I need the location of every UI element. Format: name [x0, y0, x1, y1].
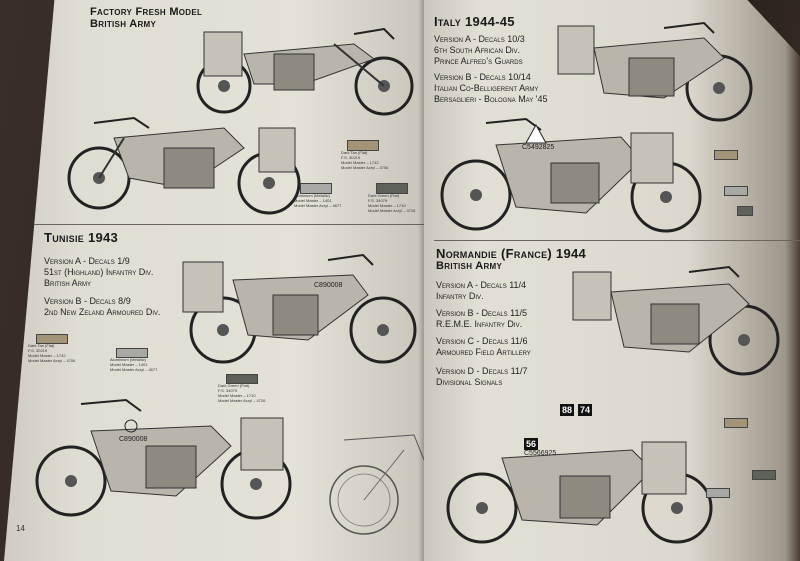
right-page: Italy 1944-45 Version A - Decals 10/3 6t…: [424, 0, 800, 561]
bike-illustration-factory-top: [196, 27, 414, 116]
italy-registration: C5492825: [522, 144, 555, 151]
factory-title: Factory Fresh Model British Army: [90, 6, 202, 30]
swatch-label-dark-tan-tunisie: Dark Tan (Flat) F.S. 30219 Model Master …: [28, 343, 76, 363]
normandie-version-a: Version A - Decals 11/4 Infantry Div.: [436, 280, 527, 301]
normandie-title-line2: British Army: [436, 260, 503, 272]
decal-88: 88: [560, 404, 575, 416]
swatch-italy-3: [737, 206, 753, 216]
italy-version-b: Version B - Decals 10/14 Italian Co-Bell…: [434, 72, 548, 104]
normandie-registration: C5566925: [524, 450, 557, 457]
tunisie-registration-bottom: C890008: [119, 436, 148, 443]
swatch-label-aluminium-tunisie: Aluminium (Metallic) Model Master – 1401…: [110, 357, 158, 372]
italy-title: Italy 1944-45: [434, 14, 515, 29]
bike-illustration-factory-bottom: [67, 116, 301, 215]
swatch-aluminium-tunisie: [116, 348, 148, 358]
swatch-dark-green-factory: [376, 183, 408, 194]
swatch-normandie-1: [724, 418, 748, 428]
factory-title-line2: British Army: [90, 18, 157, 30]
swatch-normandie-3: [706, 488, 730, 498]
swatch-label-dark-green-factory: Dark Green (Flat) F.S. 34079 Model Maste…: [368, 193, 416, 213]
italy-version-a: Version A - Decals 10/3 6th South Africa…: [434, 34, 525, 66]
page-number-left: 14: [16, 524, 25, 533]
swatch-dark-tan-tunisie: [36, 334, 68, 344]
decal-56: 56: [524, 438, 539, 450]
tunisie-version-b: Version B - Decals 8/9 2nd New Zeland Ar…: [44, 296, 161, 317]
tunisie-registration-top: C890008: [314, 282, 343, 289]
swatch-italy-1: [714, 150, 738, 160]
normandie-version-c: Version C - Decals 11/6 Armoured Field A…: [436, 336, 531, 357]
section-divider-left: [34, 224, 424, 225]
bike-illustration-normandie-top: [572, 265, 780, 376]
swatch-dark-green-tunisie: [226, 374, 258, 384]
normandie-version-b: Version B - Decals 11/5 R.E.M.E. Infantr…: [436, 308, 528, 329]
swatch-normandie-2: [752, 470, 776, 480]
swatch-italy-2: [724, 186, 748, 196]
tunisie-title: Tunisie 1943: [44, 230, 119, 245]
swatch-label-aluminium-factory: Aluminium (Metallic) Model Master – 1401…: [294, 193, 342, 208]
normandie-version-d: Version D - Decals 11/7 Divisional Signa…: [436, 366, 528, 387]
bike-illustration-tunisie-top: [182, 253, 417, 364]
section-divider-right: [434, 240, 800, 241]
bike-wireframe-partial: [329, 434, 424, 535]
normandie-title-line1: Normandie (France) 1944: [436, 246, 587, 261]
tunisie-version-a: Version A - Decals 1/9 51st (Highland) I…: [44, 256, 154, 288]
factory-title-line1: Factory Fresh Model: [90, 6, 203, 18]
left-page: Factory Fresh Model British Army: [4, 0, 424, 561]
decal-74: 74: [578, 404, 593, 416]
swatch-label-dark-tan-factory: Dark Tan (Flat) F.S. 30219 Model Master …: [341, 150, 389, 170]
bike-illustration-italy-bottom: [440, 117, 702, 233]
bike-illustration-normandie-bottom: [446, 441, 713, 544]
swatch-label-dark-green-tunisie: Dark Green (Flat) F.S. 34079 Model Maste…: [218, 383, 266, 403]
normandie-title: Normandie (France) 1944 British Army: [436, 246, 587, 272]
swatch-aluminium-factory: [300, 183, 332, 194]
bike-illustration-tunisie-bottom: [35, 398, 292, 520]
bike-illustration-italy-top: [557, 21, 753, 122]
swatch-dark-tan-factory: [347, 140, 379, 151]
